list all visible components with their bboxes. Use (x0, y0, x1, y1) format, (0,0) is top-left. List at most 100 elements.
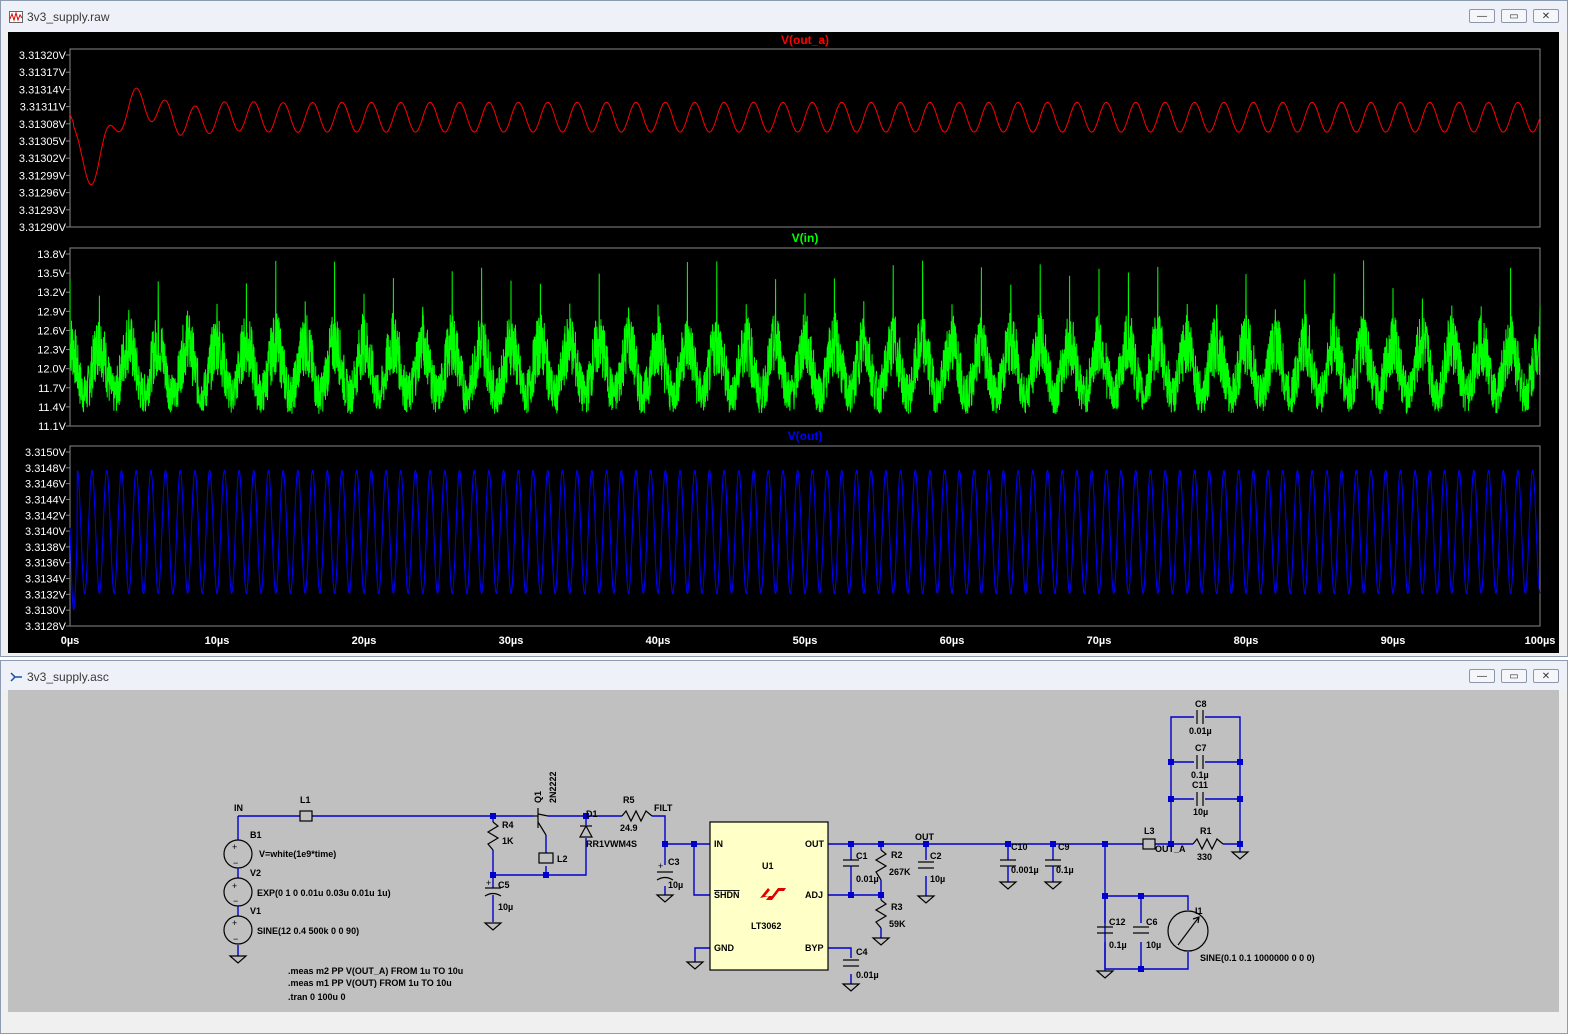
svg-text:+: + (232, 881, 237, 891)
ground-icon (655, 894, 675, 903)
y-tick-label: 12.9V (37, 306, 66, 318)
y-tick-label: 3.3136V (25, 558, 67, 570)
directive-meas-m2[interactable]: .meas m2 PP V(OUT_A) FROM 1u TO 10u (288, 966, 463, 976)
y-tick-label: 12.6V (37, 325, 66, 337)
ground-icon (841, 983, 861, 992)
c5-label: C5 (498, 880, 510, 890)
close-button[interactable]: ✕ (1533, 669, 1559, 683)
capacitor-c3[interactable]: + C3 10µ (656, 857, 683, 890)
y-tick-label: 3.3134V (25, 574, 67, 586)
d1-label: D1 (586, 809, 598, 819)
directive-meas-m1[interactable]: .meas m1 PP V(OUT) FROM 1u TO 10u (288, 978, 452, 988)
series-in (69, 260, 1541, 415)
b1-label: B1 (250, 830, 262, 840)
source-b1[interactable]: +− B1 V=white(1e9*time) (223, 830, 336, 869)
capacitor-c12[interactable]: C12 0.1µ (1097, 917, 1127, 950)
y-tick-label: 3.31320V (19, 50, 67, 62)
y-tick-label: 11.7V (38, 383, 67, 395)
x-tick-label: 70µs (1087, 635, 1112, 647)
regulator-u1[interactable]: IN SHDN GND OUT ADJ BYP U1 LT3062 (709, 821, 829, 971)
plot-area-out-a[interactable] (69, 48, 1541, 228)
series-out (69, 469, 1541, 612)
y-tick-label: 3.31308V (19, 119, 67, 131)
y-tick-label: 13.8V (37, 249, 66, 261)
y-tick-label: 3.3140V (25, 526, 67, 538)
l2-label: L2 (557, 854, 568, 864)
x-tick-label: 10µs (205, 635, 230, 647)
capacitor-c1[interactable]: C1 0.01µ (843, 851, 879, 884)
c9-value: 0.1µ (1056, 865, 1074, 875)
v2-label: V2 (250, 868, 261, 878)
x-tick-label: 90µs (1381, 635, 1406, 647)
i1-label: I1 (1195, 906, 1203, 916)
restore-button[interactable]: ▭ (1501, 669, 1527, 683)
c7-value: 0.1µ (1191, 770, 1209, 780)
resistor-r2[interactable]: R2 267K (874, 849, 911, 881)
r1-label: R1 (1200, 826, 1212, 836)
v1-label: V1 (250, 906, 261, 916)
directive-tran[interactable]: .tran 0 100u 0 (288, 992, 346, 1002)
spice-directives[interactable]: .meas m2 PP V(OUT_A) FROM 1u TO 10u .mea… (288, 966, 463, 1002)
v1-value: SINE(12 0.4 500k 0 0 90) (257, 926, 359, 936)
y-tick-label: 3.31317V (19, 67, 67, 79)
c9-label: C9 (1058, 842, 1070, 852)
junctions (490, 759, 1243, 972)
inductor-l3[interactable]: L3 (1142, 826, 1156, 850)
capacitor-c4[interactable]: C4 0.01µ (843, 947, 879, 980)
y-tick-label: 3.31299V (19, 170, 67, 182)
inductor-l2[interactable]: L2 (538, 852, 568, 864)
minimize-button[interactable]: — (1469, 9, 1495, 23)
c6-label: C6 (1146, 917, 1158, 927)
schematic-canvas[interactable]: +− B1 V=white(1e9*time) +− V2 EXP(0 1 0 … (8, 690, 1559, 1012)
resistor-r4[interactable]: R4 1K (486, 820, 514, 851)
pin-adj-label: ADJ (805, 890, 823, 900)
r2-label: R2 (891, 850, 903, 860)
minimize-button[interactable]: — (1469, 669, 1495, 683)
pane-out[interactable]: V(out) 3.3150V3.3148V3.3146V3.3144V3.314… (25, 429, 1541, 633)
source-v1[interactable]: +− V1 SINE(12 0.4 500k 0 0 90) (223, 906, 359, 945)
close-button[interactable]: ✕ (1533, 9, 1559, 23)
schematic-window-titlebar[interactable]: 3v3_supply.asc — ▭ ✕ (1, 661, 1567, 691)
resistor-r5[interactable]: R5 24.9 (620, 795, 653, 833)
capacitor-c10[interactable]: C10 0.001µ (1000, 842, 1039, 875)
svg-text:−: − (233, 934, 238, 944)
capacitor-c11[interactable]: C11 10µ (1192, 780, 1208, 817)
q1-label: Q1 (533, 791, 543, 803)
capacitor-c2[interactable]: C2 10µ (918, 851, 945, 884)
y-tick-label: 3.3138V (25, 542, 67, 554)
y-tick-label: 11.1V (38, 421, 67, 433)
source-v2[interactable]: +− V2 EXP(0 1 0 0.01u 0.03u 0.01u 1u) (223, 868, 391, 907)
y-tick-label: 11.4V (38, 402, 67, 414)
plot-area-out[interactable] (69, 445, 1541, 627)
schematic-window-title: 3v3_supply.asc (27, 670, 109, 684)
transistor-q1[interactable]: Q1 2N2222 (533, 771, 558, 836)
y-tick-label: 12.3V (37, 345, 66, 357)
pane-out-a[interactable]: V(out_a) 3.31320V3.31317V3.31314V3.31311… (19, 33, 1541, 234)
inductor-l1[interactable]: L1 (299, 795, 313, 822)
svg-text:−: − (233, 896, 238, 906)
c7-label: C7 (1195, 743, 1207, 753)
capacitor-c8[interactable]: C8 0.01µ (1189, 699, 1212, 736)
pin-byp-label: BYP (805, 943, 824, 953)
resistor-r1[interactable]: R1 330 (1192, 826, 1224, 862)
resistor-r3[interactable]: R3 59K (874, 899, 906, 929)
x-tick-label: 40µs (646, 635, 671, 647)
lt-logo-icon (760, 888, 786, 900)
restore-button[interactable]: ▭ (1501, 9, 1527, 23)
current-source-i1[interactable]: I1 SINE(0.1 0.1 1000000 0 0 0) (1167, 906, 1315, 963)
capacitor-c6[interactable]: C6 10µ (1133, 917, 1161, 950)
svg-text:+: + (486, 878, 491, 888)
waveform-icon (9, 11, 23, 23)
pane-in[interactable]: V(in) 13.8V13.5V13.2V12.9V12.6V12.3V12.0… (37, 231, 1541, 433)
capacitor-c5[interactable]: + C5 10µ (484, 878, 513, 922)
waveform-plot[interactable]: V(out_a) 3.31320V3.31317V3.31314V3.31311… (8, 32, 1559, 653)
capacitor-c7[interactable]: C7 0.1µ (1191, 743, 1209, 780)
c2-label: C2 (930, 851, 942, 861)
diode-d1[interactable]: D1 RR1VWM4S (578, 809, 637, 849)
plot-window-titlebar[interactable]: 3v3_supply.raw —▭✕ (1, 1, 1567, 31)
net-label-in: IN (234, 803, 243, 813)
ground-icon (871, 937, 891, 946)
y-tick-label: 3.31293V (19, 205, 67, 217)
capacitor-c9[interactable]: C9 0.1µ (1045, 842, 1074, 875)
y-tick-label: 3.3132V (25, 589, 67, 601)
